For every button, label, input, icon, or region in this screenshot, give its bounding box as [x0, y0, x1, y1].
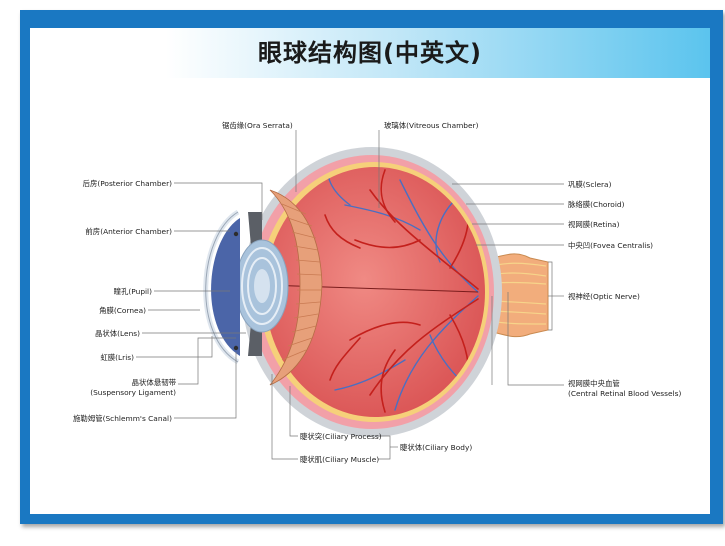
label-ora-serrata: 锯齿缘(Ora Serrata)	[222, 121, 293, 130]
schlemms-canal-upper	[233, 231, 239, 237]
label-central-retinal-vessels-en: (Central Retinal Blood Vessels)	[568, 389, 681, 398]
label-ciliary-process: 睫状突(Ciliary Process)	[300, 432, 382, 441]
title-band	[30, 28, 710, 78]
label-central-retinal-vessels-cn: 视网膜中央血管	[568, 379, 620, 388]
schlemms-canal-lower	[233, 345, 239, 351]
label-retina: 视网膜(Retina)	[568, 220, 620, 229]
label-optic-nerve: 视神经(Optic Nerve)	[568, 292, 640, 301]
label-fovea-centralis: 中央凹(Fovea Centralis)	[568, 241, 653, 250]
label-lens: 晶状体(Lens)	[95, 329, 140, 338]
label-choroid: 脉络膜(Choroid)	[568, 200, 625, 209]
label-suspensory-ligament-en: (Suspensory Ligament)	[90, 388, 176, 397]
label-schlemms-canal: 施勒姆管(Schlemm's Canal)	[73, 414, 172, 423]
label-posterior-chamber: 后房(Posterior Chamber)	[83, 179, 173, 188]
label-pupil: 瞳孔(Pupil)	[114, 287, 152, 296]
label-anterior-chamber: 前房(Anterior Chamber)	[85, 227, 172, 236]
anterior-chamber	[211, 218, 240, 356]
label-cornea: 角膜(Cornea)	[99, 306, 146, 315]
label-vitreous-chamber: 玻璃体(Vitreous Chamber)	[384, 121, 479, 130]
leader-lines	[136, 130, 564, 460]
lens-ring-2	[247, 257, 277, 315]
label-iris: 虹膜(Lris)	[100, 353, 134, 362]
cornea-edge	[205, 211, 239, 363]
optic-nerve-bracket	[548, 261, 553, 331]
lens-ring-1	[241, 247, 283, 325]
label-sclera: 巩膜(Sclera)	[568, 180, 612, 189]
lens-ring-3	[254, 269, 270, 303]
vitreous-chamber	[265, 167, 485, 417]
label-ciliary-muscle: 睫状肌(Ciliary Muscle)	[300, 455, 379, 464]
page-title: 眼球结构图(中英文)	[258, 39, 482, 67]
label-ciliary-body: 睫状体(Ciliary Body)	[400, 443, 472, 452]
label-suspensory-ligament-cn: 晶状体悬韧带	[132, 378, 177, 387]
ciliary-folds	[281, 203, 322, 361]
